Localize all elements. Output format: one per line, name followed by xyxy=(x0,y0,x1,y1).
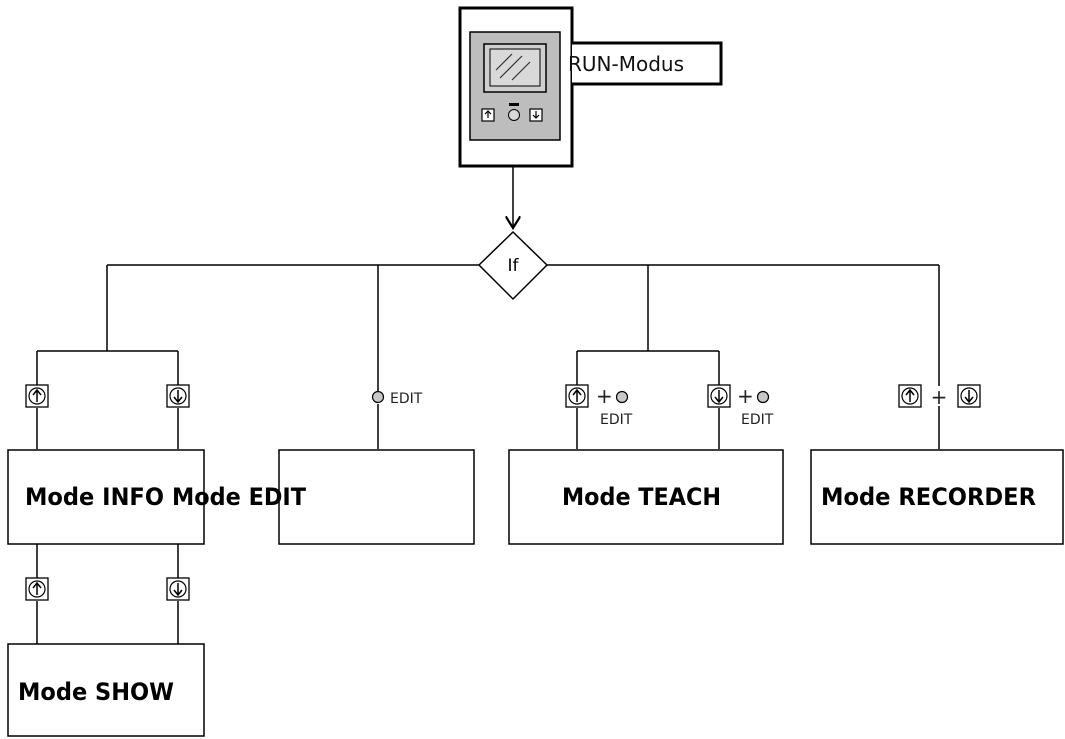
mode-edit-box xyxy=(278,449,475,545)
up-key-icon xyxy=(25,384,49,408)
edit-key-icon xyxy=(756,390,770,404)
line-gap xyxy=(930,386,948,406)
device-panel xyxy=(458,6,574,168)
plus-sign: + xyxy=(596,384,613,408)
edit-key-label: EDIT xyxy=(741,412,774,428)
device-screen-icon xyxy=(483,43,547,93)
mode-show-label: Mode SHOW xyxy=(18,678,174,706)
edit-key-icon xyxy=(371,390,385,404)
mode-teach-box xyxy=(508,449,784,545)
run-mode-label: RUN-Modus xyxy=(568,52,684,76)
up-key-icon xyxy=(25,577,49,601)
mode-show-box xyxy=(7,643,205,737)
mode-recorder-label: Mode RECORDER xyxy=(821,483,1036,511)
mode-teach-label: Mode TEACH xyxy=(562,483,721,511)
down-key-icon xyxy=(166,577,190,601)
if-label: If xyxy=(508,256,520,276)
device-down-key-icon xyxy=(529,108,543,122)
edit-key-label: EDIT xyxy=(600,412,633,428)
run-mode-callout: RUN-Modus xyxy=(568,41,723,86)
up-key-icon xyxy=(565,384,589,408)
device-up-key-icon xyxy=(481,108,495,122)
plus-sign: + xyxy=(737,384,754,408)
device-edit-key-icon xyxy=(508,103,520,121)
down-key-icon xyxy=(957,384,981,408)
up-key-icon xyxy=(898,384,922,408)
down-key-icon xyxy=(166,384,190,408)
mode-recorder-box xyxy=(810,449,1064,545)
plus-sign: + xyxy=(931,385,948,409)
edit-key-icon xyxy=(615,390,629,404)
mode-edit-label: Mode EDIT xyxy=(172,483,307,511)
edit-key-label: EDIT xyxy=(390,391,423,407)
connector-lines xyxy=(36,264,940,644)
down-key-icon xyxy=(707,384,731,408)
mode-info-box xyxy=(7,449,205,545)
mode-info-label: Mode INFO xyxy=(25,483,164,511)
if-decision: If xyxy=(477,230,549,301)
